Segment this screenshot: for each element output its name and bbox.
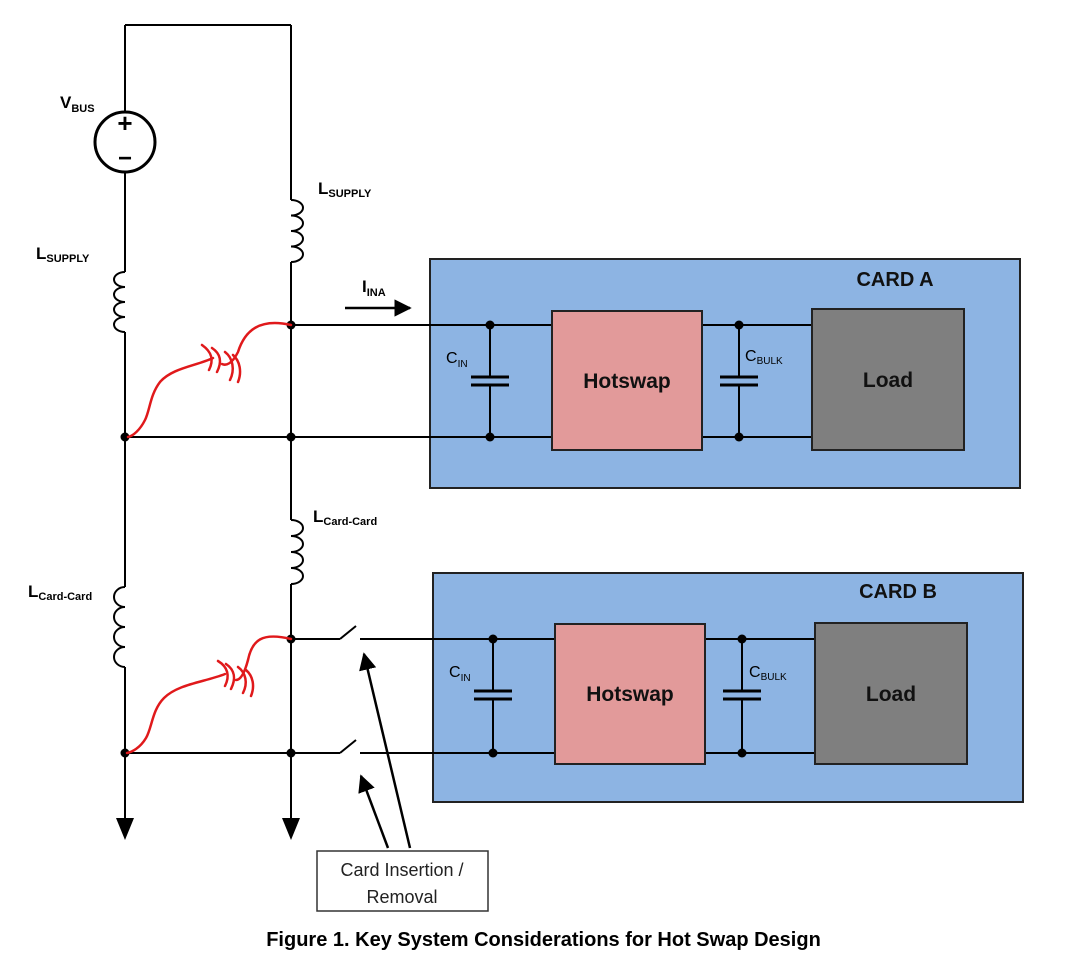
insertion-arrow-bottom-icon xyxy=(358,774,390,849)
vbus-label: VBUS xyxy=(60,93,95,115)
card-a-cbulk-label: CBULK xyxy=(745,348,783,367)
inductor-supply-right xyxy=(290,199,304,263)
card-a-title: CARD A xyxy=(856,269,933,291)
card-b-title: CARD B xyxy=(859,581,937,603)
inductor-card-left xyxy=(113,586,126,668)
card-a-load-label: Load xyxy=(863,369,913,392)
card-a-cin-label: CIN xyxy=(446,350,468,370)
card-b-hotswap-label: Hotswap xyxy=(586,683,674,706)
inductor-supply-left xyxy=(113,271,126,333)
lsupply-left-label: LSUPPLY xyxy=(36,244,90,265)
lsupply-right-label: LSUPPLY xyxy=(318,179,372,200)
card-b-cin-label: CIN xyxy=(449,664,471,684)
lcard-right-label: LCard-Card xyxy=(313,507,377,528)
iina-label: IINA xyxy=(362,277,386,299)
parasitic-capacitance-b xyxy=(125,635,293,755)
card-insertion-note-box xyxy=(316,850,489,912)
card-a-hotswap-label: Hotswap xyxy=(583,370,671,393)
card-b-cbulk-label: CBULK xyxy=(749,664,787,683)
lcard-left-label: LCard-Card xyxy=(28,582,92,603)
source-minus: − xyxy=(118,145,132,172)
card-insertion-line2: Removal xyxy=(366,887,437,907)
card-b-load-block xyxy=(814,622,968,765)
figure-caption: Figure 1. Key System Considerations for … xyxy=(266,929,821,951)
card-a-hotswap-block xyxy=(551,310,703,451)
source-plus: + xyxy=(117,108,132,138)
card-a-load-block xyxy=(811,308,965,451)
card-insertion-line1: Card Insertion / xyxy=(340,860,463,880)
ground-arrow-left-icon xyxy=(116,818,134,840)
junction-dots xyxy=(120,320,747,758)
ground-arrow-right-icon xyxy=(282,818,300,840)
parasitic-capacitance-a xyxy=(126,321,293,439)
insertion-arrow-top-icon xyxy=(359,652,412,849)
card-b-load-label: Load xyxy=(866,683,916,706)
card-b-hotswap-block xyxy=(554,623,706,765)
wiring xyxy=(124,24,815,818)
hot-swap-schematic: + − Hotswap Load Hotswap Load CARD A CAR… xyxy=(28,24,1024,912)
inductor-card-right xyxy=(290,519,304,585)
voltage-source-icon xyxy=(93,110,157,174)
